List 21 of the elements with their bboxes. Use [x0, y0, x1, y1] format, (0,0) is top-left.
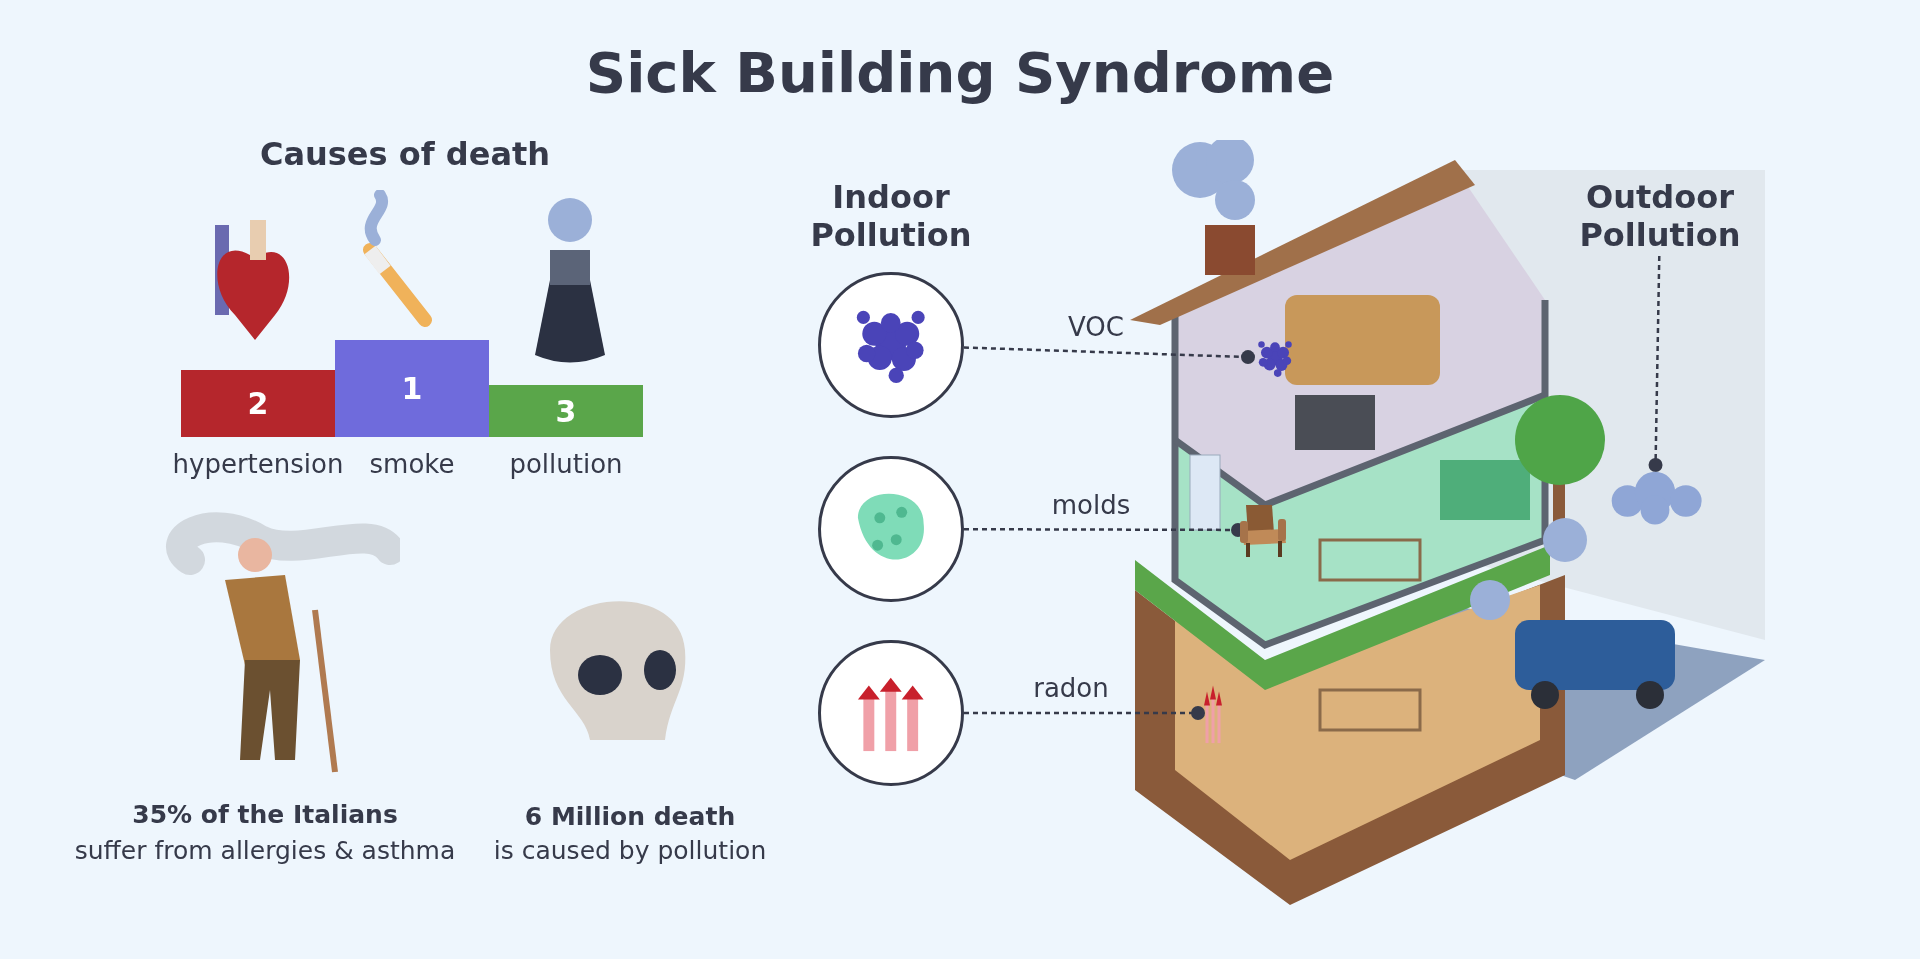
podium-bar	[181, 370, 335, 437]
podium-bar	[489, 385, 643, 437]
podium-bar	[335, 340, 489, 437]
section-heading: Causes of death	[259, 135, 551, 173]
statistic-heading: 6 Million death	[524, 802, 736, 831]
statistic-heading: 35% of the Italians	[132, 800, 398, 829]
statistic-text: suffer from allergies & asthma	[74, 836, 456, 865]
statistic-text: is caused by pollution	[493, 836, 767, 865]
bar-caption: smoke	[369, 449, 455, 479]
rank-number: 1	[401, 371, 423, 406]
bar-caption: hypertension	[172, 449, 344, 479]
rank-number: 2	[247, 386, 269, 421]
heading: Outdoor Pollution	[1578, 178, 1742, 254]
title: Sick Building Syndrome	[585, 40, 1335, 105]
bar-caption: pollution	[509, 449, 623, 479]
armchair-icon	[1238, 503, 1288, 557]
leader-line	[1648, 255, 1663, 472]
rank-number: 3	[555, 393, 577, 429]
leader-line	[964, 706, 1205, 720]
section-heading: Indoor Pollution	[809, 178, 973, 254]
leader-line	[963, 346, 1255, 365]
